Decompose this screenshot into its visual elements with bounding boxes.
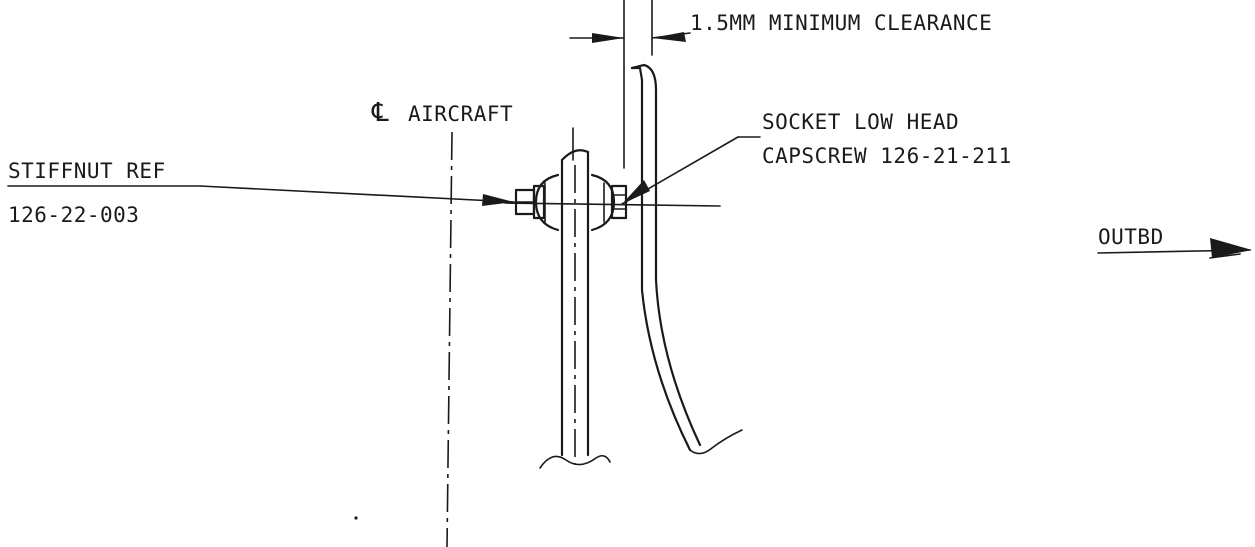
- centerline-symbol: ℄: [371, 98, 389, 128]
- capscrew-label-line1: SOCKET LOW HEAD: [762, 110, 959, 134]
- washer-left: [534, 173, 560, 232]
- clearance-label: 1.5MM MINIMUM CLEARANCE: [690, 11, 992, 35]
- stiffnut-label-line1: STIFFNUT REF: [8, 159, 166, 183]
- clearance-arrow-left: [569, 33, 625, 43]
- clearance-arrow-right: [651, 32, 691, 42]
- stiffnut: [514, 184, 546, 220]
- outboard-label: OUTBD: [1098, 225, 1164, 249]
- stiffnut-label-line2: 126-22-003: [8, 203, 139, 227]
- bolt-axis: [504, 202, 721, 207]
- capscrew-label-line2: CAPSCREW 126-21-211: [762, 144, 1012, 168]
- washer-right: [590, 173, 616, 232]
- outboard-arrow: [1097, 238, 1252, 259]
- capscrew-leader: [621, 136, 761, 205]
- outer-panel: [630, 63, 743, 455]
- drawing-speck: [354, 516, 358, 520]
- aircraft-centerline: [446, 131, 453, 547]
- centerline-label: AIRCRAFT: [408, 102, 513, 126]
- stiffnut-leader: [7, 185, 515, 206]
- mounting-fitting: [539, 127, 611, 469]
